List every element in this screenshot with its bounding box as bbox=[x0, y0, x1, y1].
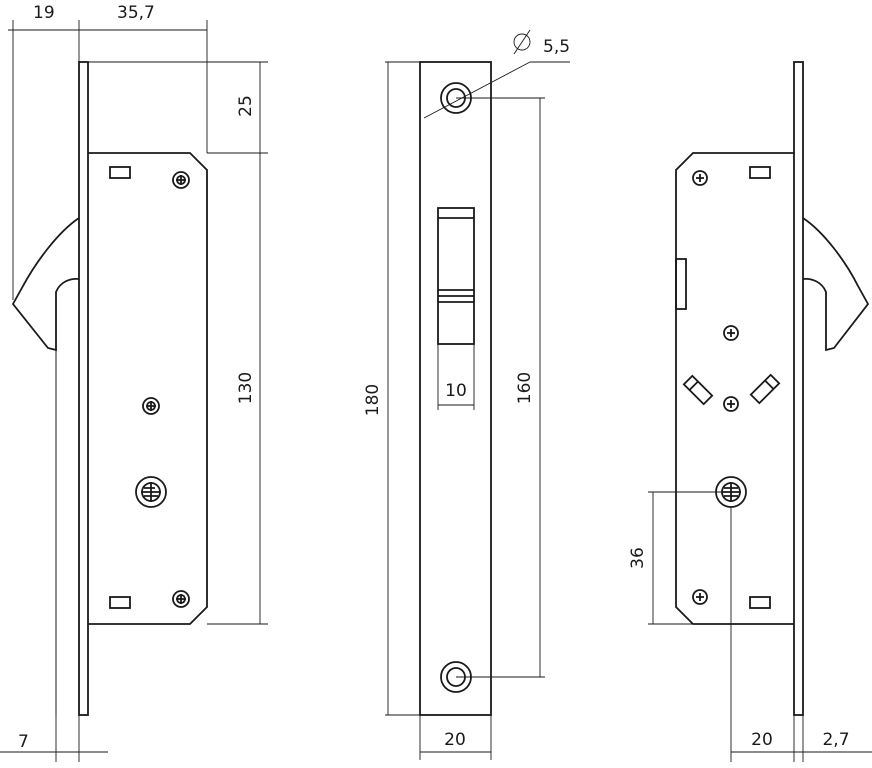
dim-width: 35,7 bbox=[117, 3, 155, 23]
dim-hole-spacing: 160 bbox=[515, 372, 535, 404]
dim-screw-offset: 36 bbox=[628, 547, 648, 569]
dim-top-offset: 25 bbox=[236, 95, 256, 117]
right-hole-middle bbox=[723, 325, 739, 341]
right-view: 36 20 2,7 bbox=[628, 61, 872, 762]
front-view: 5,5 180 160 10 20 bbox=[363, 29, 570, 760]
dim-backset: 20 bbox=[751, 730, 773, 750]
right-hole-top bbox=[692, 170, 708, 186]
dim-plate-thickness: 7 bbox=[18, 732, 29, 752]
left-screw-large bbox=[135, 476, 167, 508]
front-latch bbox=[437, 207, 475, 345]
right-angled-slot-left bbox=[682, 374, 714, 406]
left-slot-bottom bbox=[109, 596, 131, 609]
front-faceplate bbox=[419, 61, 492, 716]
dim-plate-height: 130 bbox=[236, 372, 256, 404]
left-screw-middle bbox=[142, 397, 160, 415]
right-hole-lower bbox=[723, 396, 739, 412]
right-angled-slot-right bbox=[749, 373, 781, 405]
right-slot-top bbox=[749, 166, 771, 179]
dim-faceplate-thickness: 2,7 bbox=[822, 730, 849, 750]
dim-latch-width: 10 bbox=[445, 381, 467, 401]
dim-faceplate-width: 20 bbox=[444, 730, 466, 750]
dim-depth: 19 bbox=[33, 3, 55, 23]
dim-hole-diameter: 5,5 bbox=[543, 37, 570, 57]
left-screw-bottom bbox=[172, 590, 190, 608]
left-slot-top bbox=[109, 166, 131, 179]
right-faceplate bbox=[793, 61, 804, 716]
right-slot-bottom bbox=[749, 596, 771, 609]
left-lock-body bbox=[88, 152, 208, 625]
right-latch-tab bbox=[675, 258, 687, 310]
left-faceplate bbox=[78, 61, 89, 716]
right-hole-bottom bbox=[692, 589, 708, 605]
right-lock-body bbox=[675, 152, 794, 625]
left-screw-top bbox=[172, 171, 190, 189]
dim-total-height: 180 bbox=[363, 384, 383, 416]
diameter-symbol bbox=[513, 29, 531, 55]
left-hook-bolt bbox=[11, 217, 80, 352]
right-hook-bolt bbox=[802, 217, 870, 352]
left-view: 19 35,7 25 130 7 bbox=[0, 3, 268, 762]
